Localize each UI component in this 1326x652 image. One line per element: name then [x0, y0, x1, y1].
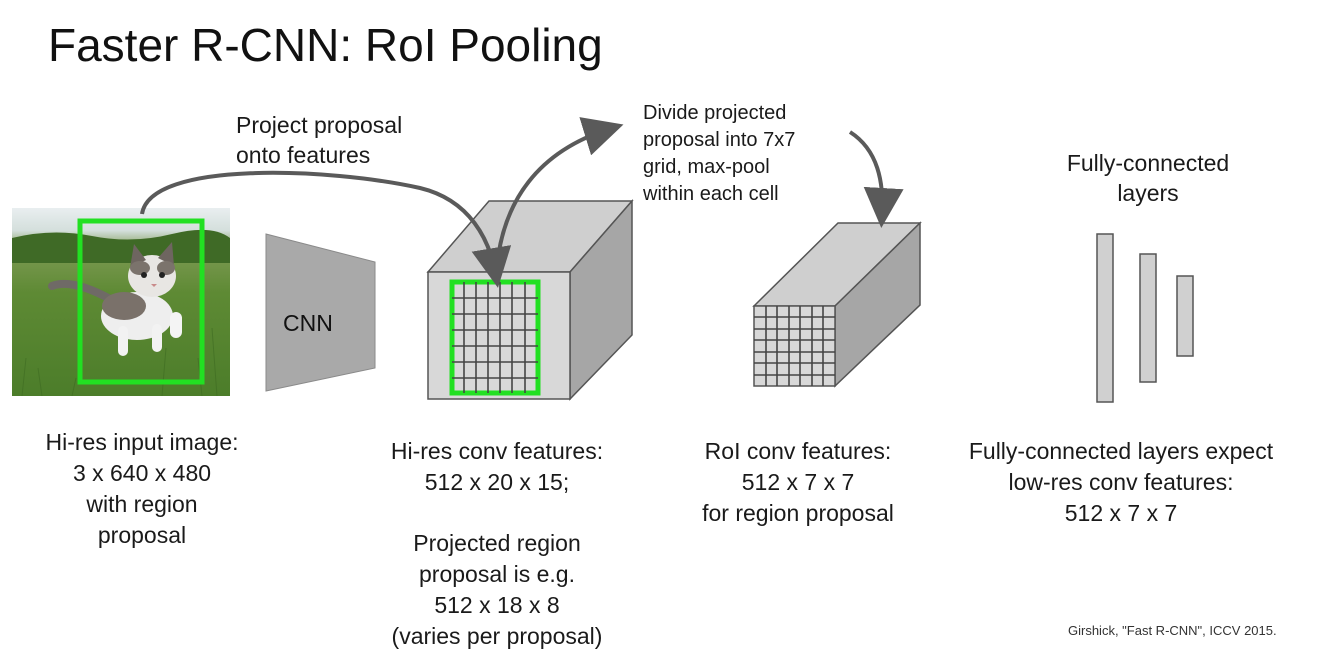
- caption-line: Hi-res conv features:: [390, 438, 604, 464]
- projected-proposal-grid: [449, 279, 541, 396]
- caption-line: with region: [86, 491, 198, 517]
- fc-note-line: layers: [1117, 180, 1179, 206]
- caption-line: for region proposal: [702, 500, 894, 526]
- caption-line: proposal is e.g.: [419, 561, 575, 587]
- divide-note: Divide projected proposal into 7x7 grid,…: [643, 100, 863, 208]
- roi-caption: RoI conv features: 512 x 7 x 7 for regio…: [672, 436, 924, 529]
- fc-note-line: Fully-connected: [1066, 150, 1230, 176]
- caption-spacer: [360, 498, 634, 528]
- caption-line: RoI conv features:: [704, 438, 892, 464]
- kitten-on-grass-image: [12, 218, 230, 396]
- region-proposal-box: [77, 218, 205, 385]
- page-title: Faster R-CNN: RoI Pooling: [48, 19, 603, 71]
- cnn-block: [265, 233, 376, 392]
- divide-note-line: grid, max-pool: [643, 156, 770, 178]
- input-image: [12, 208, 230, 396]
- divide-note-line: Divide projected: [643, 102, 787, 124]
- divide-arrow: [494, 117, 624, 279]
- caption-line: 512 x 20 x 15;: [424, 469, 570, 495]
- divide-note-line: proposal into 7x7: [643, 129, 796, 151]
- caption-line: 512 x 7 x 7: [741, 469, 855, 495]
- caption-line: 512 x 18 x 8: [434, 592, 560, 618]
- fc-note: Fully-connected layers: [1030, 148, 1266, 208]
- fc-caption: Fully-connected layers expect low-res co…: [936, 436, 1306, 529]
- input-caption: Hi-res input image: 3 x 640 x 480 with r…: [20, 427, 264, 551]
- divide-note-line: within each cell: [643, 183, 779, 205]
- pool-arrow: [848, 130, 904, 228]
- fc-layer-2: [1139, 253, 1157, 383]
- project-note-line: Project proposal: [236, 112, 403, 138]
- project-arrow: [140, 170, 512, 288]
- caption-line: 3 x 640 x 480: [72, 460, 212, 486]
- cnn-label: CNN: [283, 310, 333, 336]
- project-note: Project proposal onto features: [236, 110, 476, 170]
- caption-line: low-res conv features:: [1008, 469, 1234, 495]
- fc-layer-1: [1096, 233, 1114, 403]
- citation: Girshick, "Fast R-CNN", ICCV 2015.: [1068, 623, 1277, 638]
- caption-line: (varies per proposal): [391, 623, 603, 649]
- tree-line: [12, 229, 230, 263]
- roi-feature-cube: [752, 221, 922, 388]
- caption-line: Hi-res input image:: [45, 429, 239, 455]
- caption-line: Projected region: [413, 530, 581, 556]
- caption-line: proposal: [97, 522, 187, 548]
- caption-line: 512 x 7 x 7: [1064, 500, 1178, 526]
- conv-caption: Hi-res conv features: 512 x 20 x 15; Pro…: [360, 436, 634, 652]
- project-note-line: onto features: [236, 142, 371, 168]
- fc-layer-3: [1176, 275, 1194, 357]
- caption-line: Fully-connected layers expect: [968, 438, 1274, 464]
